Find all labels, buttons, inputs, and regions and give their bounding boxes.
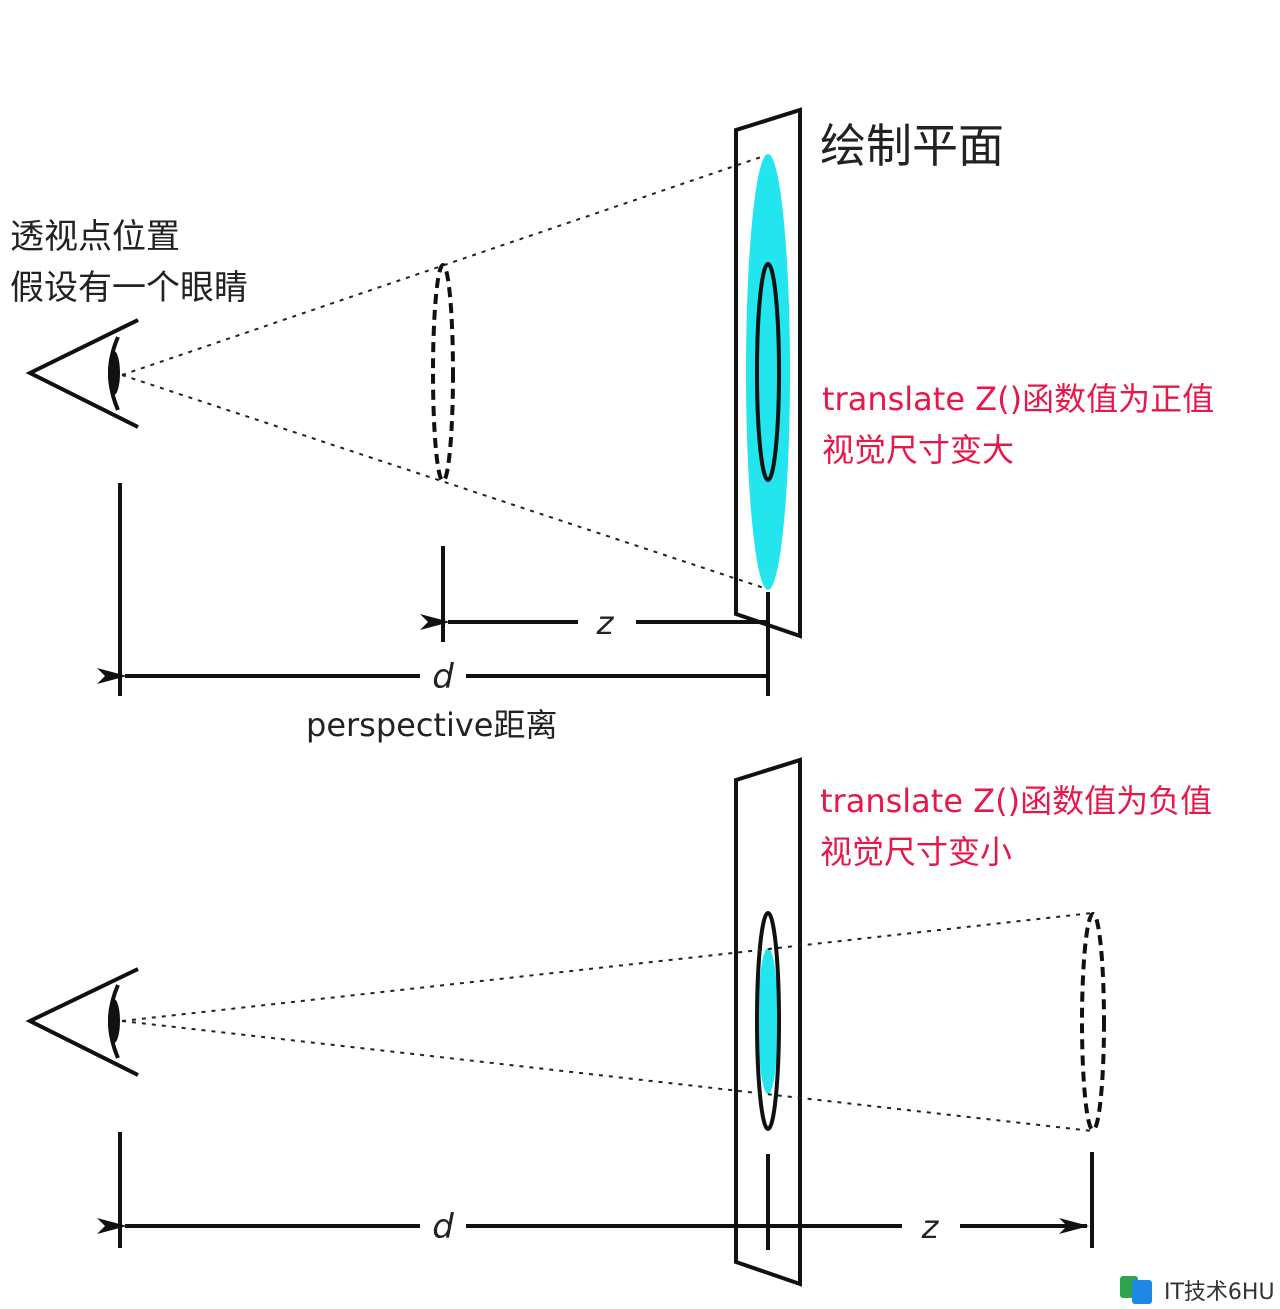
top-eye-icon bbox=[25, 318, 139, 429]
bottom-z-label: z bbox=[921, 1208, 940, 1246]
watermark-logo-icon bbox=[1120, 1276, 1152, 1304]
top-translate-label-line1: translate Z()函数值为正值 bbox=[822, 380, 1214, 418]
bottom-original-ellipse bbox=[755, 911, 781, 1131]
plane-title: 绘制平面 bbox=[820, 119, 1004, 173]
perspective-distance-label: perspective距离 bbox=[306, 706, 558, 744]
bottom-translate-label-line2: 视觉尺寸变小 bbox=[820, 833, 1012, 871]
top-original-ellipse bbox=[755, 262, 781, 482]
top-translate-label-line2: 视觉尺寸变大 bbox=[822, 431, 1014, 469]
watermark-text: IT技术6HU bbox=[1164, 1280, 1275, 1305]
bottom-element-ellipse bbox=[1080, 912, 1106, 1132]
watermark: IT技术6HU bbox=[1120, 1276, 1275, 1305]
top-d-label: d bbox=[432, 657, 454, 697]
bottom-diagram: d z translate Z()函数值为负值 视觉尺寸变小 bbox=[25, 757, 1212, 1287]
top-element-ellipse bbox=[431, 263, 455, 483]
bottom-projection-line-lower bbox=[121, 1020, 1093, 1132]
bottom-eye-icon bbox=[25, 967, 139, 1077]
top-z-label: z bbox=[596, 604, 615, 642]
top-projection-line-lower bbox=[121, 374, 765, 589]
bottom-d-label: d bbox=[432, 1207, 454, 1247]
top-diagram: z d 绘制平面 透视点位置 假设有一个眼睛 translate Z()函数值为… bbox=[10, 107, 1214, 744]
bottom-projected-ellipse bbox=[758, 948, 778, 1094]
bottom-translate-label-line1: translate Z()函数值为负值 bbox=[820, 782, 1212, 820]
bottom-projection-line-upper bbox=[121, 912, 1093, 1022]
top-projection-line-upper bbox=[121, 155, 765, 376]
viewpoint-label-line2: 假设有一个眼睛 bbox=[10, 268, 248, 308]
viewpoint-label-line1: 透视点位置 bbox=[10, 217, 180, 257]
top-projected-ellipse bbox=[746, 154, 790, 590]
